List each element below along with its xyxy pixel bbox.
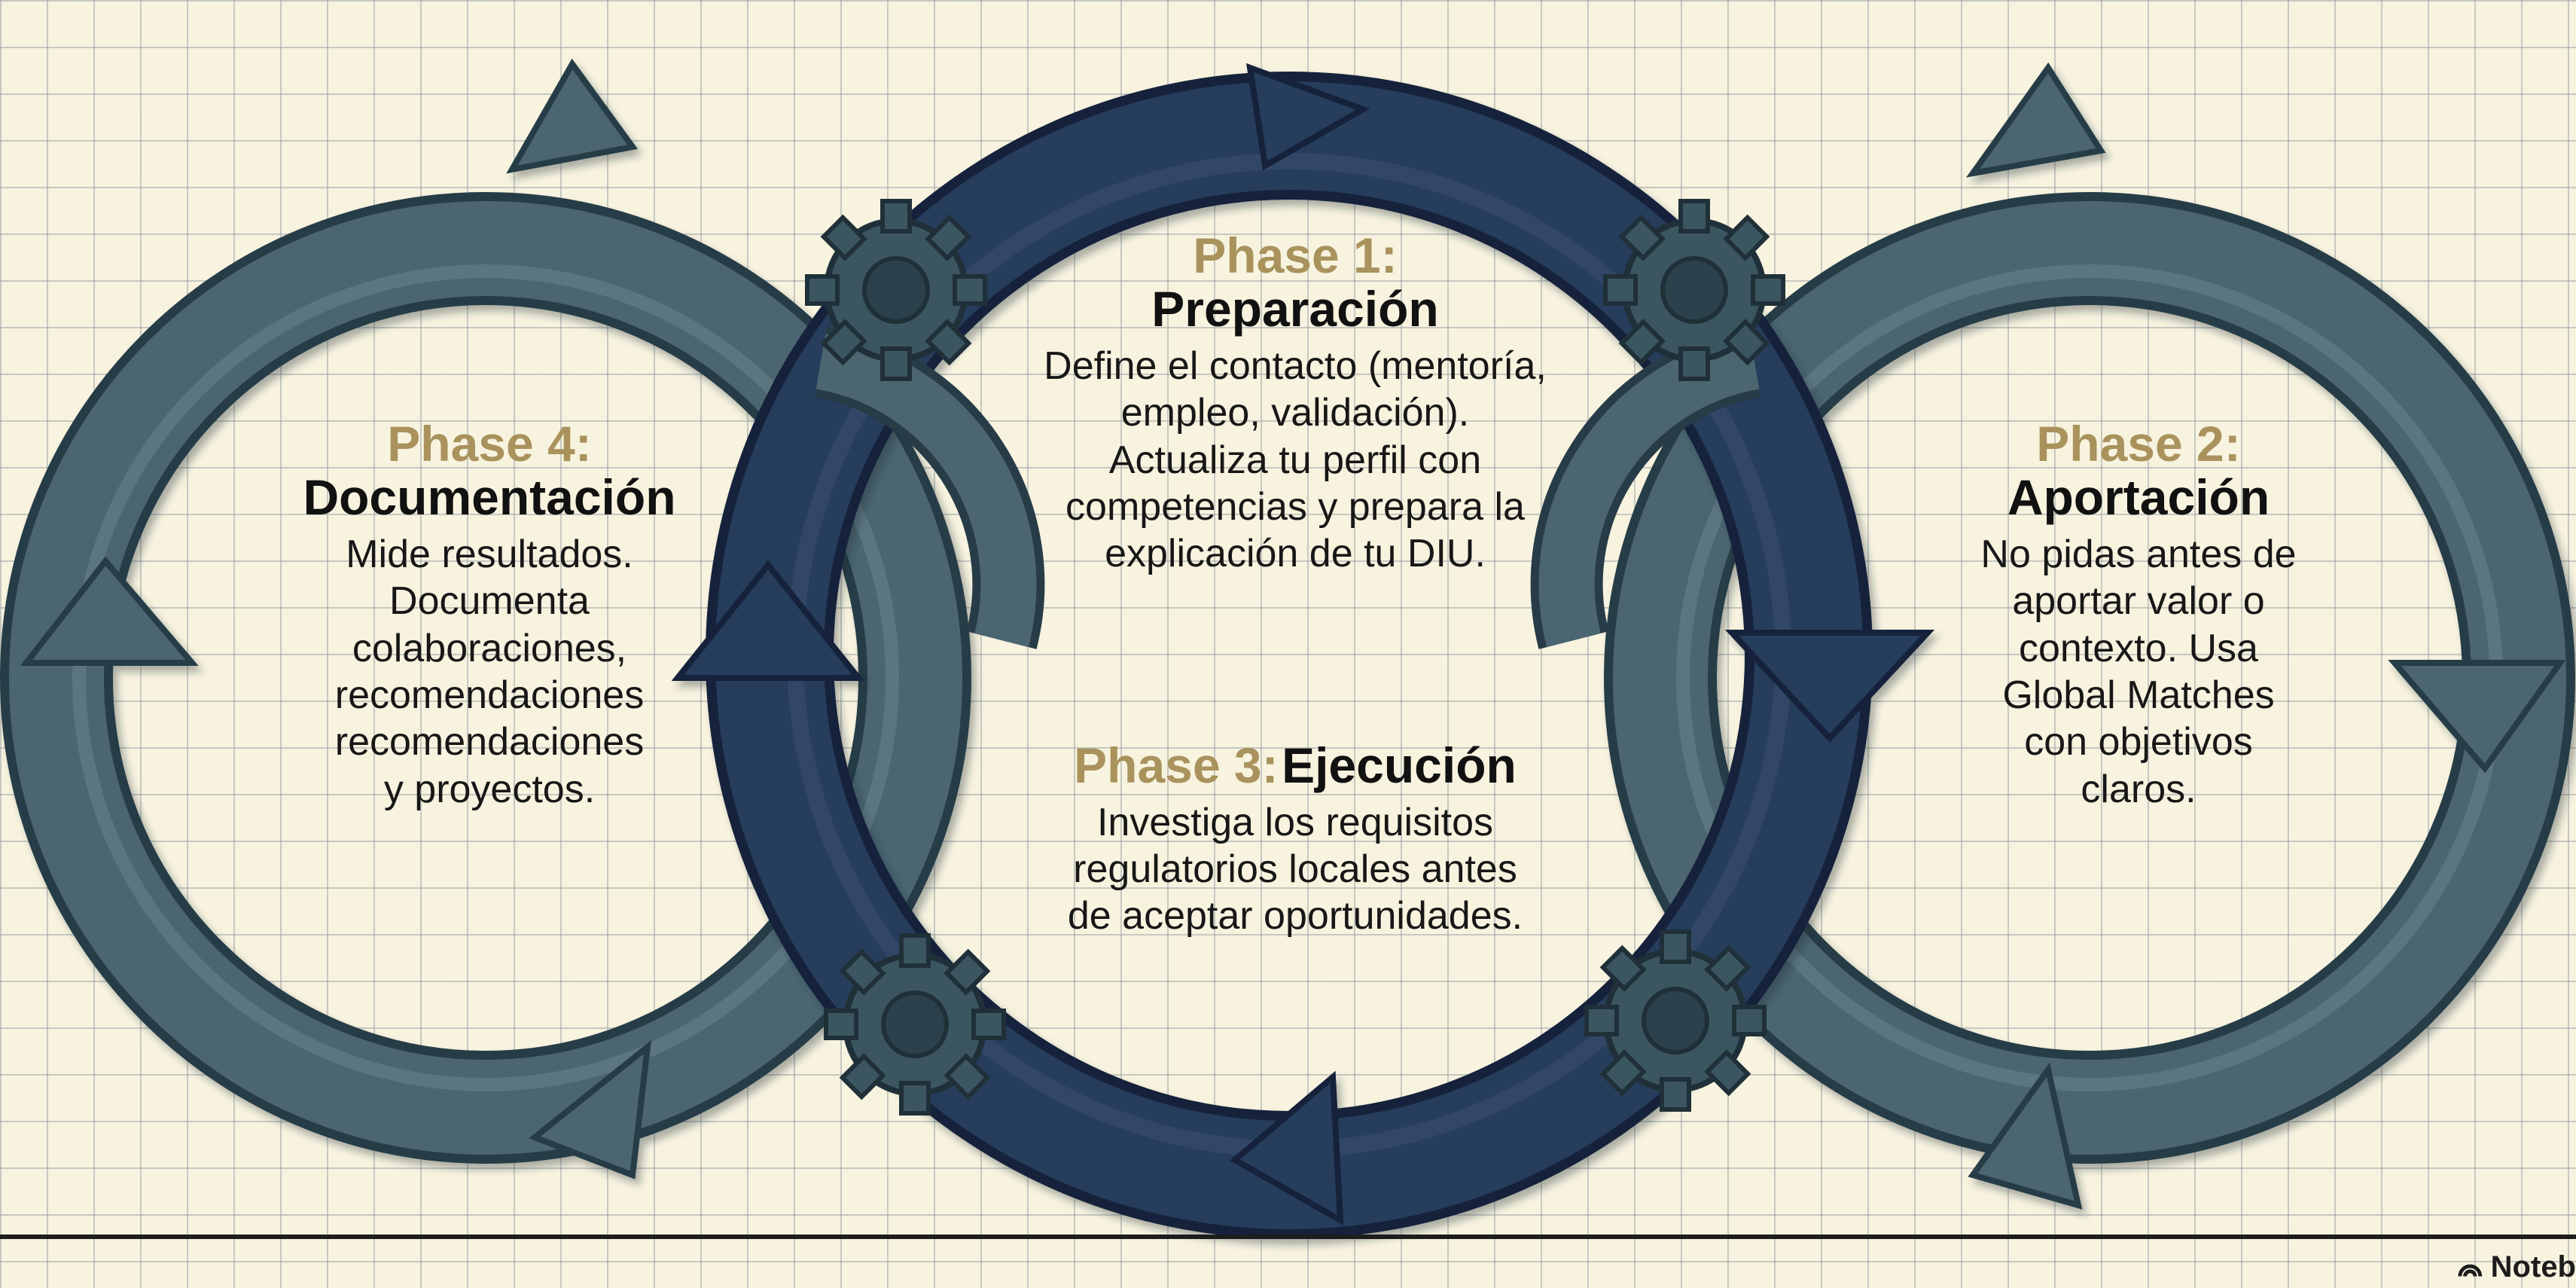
left-cycle-ring xyxy=(0,58,971,1180)
phase-4-block: Phase 4: Documentación Mide resultados. … xyxy=(248,416,730,813)
phase-1-title: Preparación xyxy=(1151,281,1439,337)
gear-icon xyxy=(1584,929,1767,1112)
phase-2-title: Aportación xyxy=(2007,469,2270,526)
arrow-icon xyxy=(506,58,638,174)
baseline-rule xyxy=(0,1235,2576,1239)
arrow-icon xyxy=(671,560,865,681)
phase-4-label: Phase 4: xyxy=(387,416,592,472)
description-line: regulatorios locales antes xyxy=(1073,847,1517,891)
inner-arc-left xyxy=(814,325,1045,649)
description-line: claros. xyxy=(2081,767,2196,811)
phase-1-description: Define el contacto (mentoría, empleo, va… xyxy=(994,343,1596,578)
description-line: explicación de tu DIU. xyxy=(1105,532,1486,576)
arrow-icon xyxy=(529,1039,652,1180)
phase-2-block: Phase 2: Aportación No pidas antes de ap… xyxy=(1879,416,2398,813)
phase-3-heading: Phase 3: Ejecución xyxy=(983,738,1608,793)
brand-text: Noteb xyxy=(2490,1250,2576,1283)
description-line: Investiga los requisitos xyxy=(1096,800,1494,844)
description-line: Documenta xyxy=(389,579,590,624)
phase-3-description: Investiga los requisitos regulatorios lo… xyxy=(983,799,1608,940)
description-line: Global Matches xyxy=(2002,673,2275,718)
description-line: recomendaciones xyxy=(334,673,645,718)
arrow-icon xyxy=(1230,1070,1344,1226)
brand-logo-icon xyxy=(2458,1264,2483,1277)
phase-1-label: Phase 1: xyxy=(1193,227,1398,283)
description-line: empleo, validación). xyxy=(1120,391,1470,435)
center-cycle-ring xyxy=(671,63,1935,1239)
arrow-icon xyxy=(1724,630,1935,743)
arrow-icon xyxy=(1246,63,1370,171)
description-line: y proyectos. xyxy=(383,767,596,811)
phase-3-label: Phase 3: xyxy=(1074,737,1279,793)
arrow-icon xyxy=(20,556,199,666)
gear-icon xyxy=(1603,199,1785,381)
description-line: colaboraciones, xyxy=(352,626,627,670)
gear-icon xyxy=(824,933,1006,1116)
description-line: Mide resultados. xyxy=(346,532,633,576)
right-cycle-ring xyxy=(1604,62,2575,1210)
description-line: aportar valor o xyxy=(2012,579,2265,624)
brand-watermark: Noteb xyxy=(2457,1250,2576,1284)
arrow-icon xyxy=(1966,62,2106,178)
gear-icon xyxy=(805,199,987,381)
phase-2-description: No pidas antes de aportar valor o contex… xyxy=(1879,531,2398,813)
phase-3-title: Ejecución xyxy=(1282,737,1517,793)
phase-2-label: Phase 2: xyxy=(2036,416,2241,472)
description-line: de aceptar oportunidades. xyxy=(1067,894,1523,939)
arrow-icon xyxy=(1968,1062,2083,1210)
description-line: con objetivos xyxy=(2024,720,2253,765)
description-line: Actualiza tu perfil con xyxy=(1108,438,1482,482)
phase-3-block: Phase 3: Ejecución Investiga los requisi… xyxy=(983,738,1608,940)
description-line: No pidas antes de xyxy=(1980,532,2297,576)
arrow-icon xyxy=(2388,660,2566,774)
description-line: contexto. Usa xyxy=(2019,626,2258,670)
phase-4-description: Mide resultados. Documenta colaboracione… xyxy=(248,531,730,813)
description-line: competencias y prepara la xyxy=(1065,485,1525,530)
phase-1-block: Phase 1: Preparación Define el contacto … xyxy=(994,227,1596,578)
description-line: Define el contacto (mentoría, xyxy=(1044,343,1547,388)
phase-4-title: Documentación xyxy=(303,469,676,526)
description-line: recomendaciones xyxy=(334,720,645,765)
